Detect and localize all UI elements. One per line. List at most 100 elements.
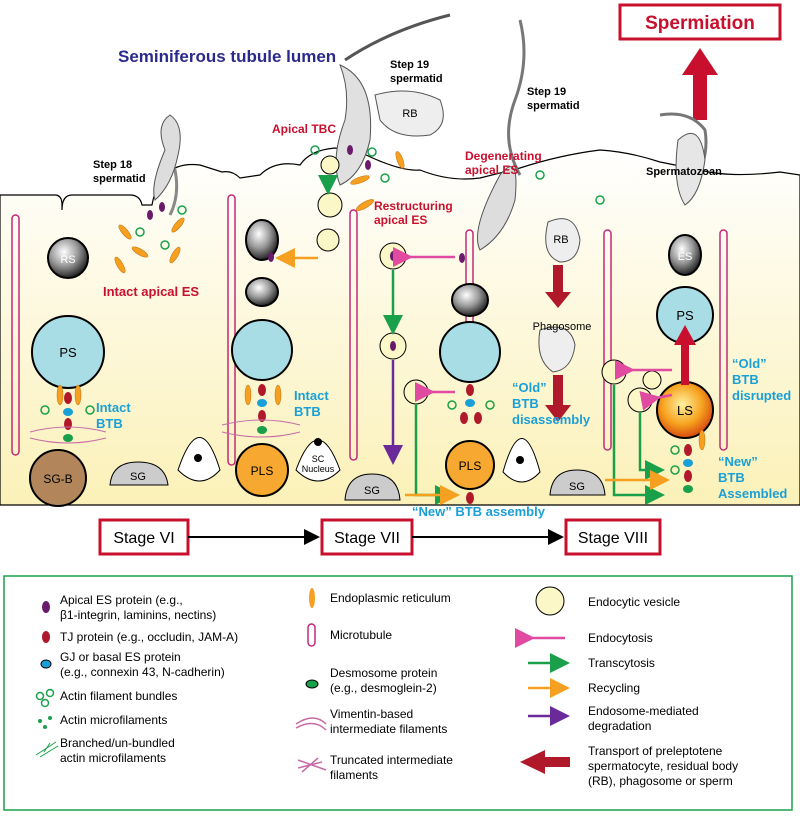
svg-text:Spermiation: Spermiation [645,13,755,34]
es-label: ES [678,251,693,263]
svg-text:Desmosome protein: Desmosome protein [330,666,437,680]
elongating-spermatid-2 [245,277,279,307]
svg-text:TJ protein (e.g., occludin, JA: TJ protein (e.g., occludin, JAM-A) [60,630,238,644]
rb-top [374,90,444,137]
svg-text:degradation: degradation [588,719,651,733]
new-btb-assembled-label: “New” BTB Assembled [718,454,787,501]
intact-apical-es-label: Intact apical ES [103,284,199,299]
svg-text:Transcytosis: Transcytosis [588,656,655,670]
rb-middle [545,218,581,263]
svg-text:Stage VIII: Stage VIII [578,530,648,547]
svg-text:Intact: Intact [294,388,329,403]
svg-text:spermatid: spermatid [93,173,146,185]
svg-text:spermatocyte, residual body: spermatocyte, residual body [588,759,738,773]
svg-text:Endocytosis: Endocytosis [588,631,653,645]
pls-label-1: PLS [251,464,274,478]
legend-col2: Endoplasmic reticulum Microtubule Desmos… [295,588,453,782]
step19b-spermatid [477,166,517,251]
apical-tbc-label: Apical TBC [272,122,336,136]
rs-cell [47,237,89,279]
svg-text:actin microfilaments: actin microfilaments [60,751,166,765]
spermiation-title: Spermiation [618,3,782,41]
svg-text:Step 19: Step 19 [390,59,429,71]
step19a-spermatid-tail [344,13,451,62]
legend-col1: Apical ES protein (e.g.,β1-integrin, lam… [35,593,238,765]
svg-text:“Old”: “Old” [732,356,767,371]
step18-label: Step 18 spermatid [93,159,146,185]
sg-label-3: SG [569,481,585,493]
phagosome-label: Phagosome [533,321,592,333]
sc-nucleus-line1: SC [312,454,325,464]
endocytosis-arrow-4 [639,390,673,411]
svg-text:Microtubule: Microtubule [330,628,392,642]
svg-text:Stage VII: Stage VII [334,530,400,547]
svg-text:Intact: Intact [96,400,131,415]
stage-vi: Stage VI [98,518,190,556]
btb-column-4 [683,444,693,493]
svg-text:spermatid: spermatid [527,100,580,112]
btb-column-1 [29,392,107,444]
endoplasmic-reticulum [56,151,706,451]
ps-up-arrow [674,325,696,385]
svg-text:Endoplasmic reticulum: Endoplasmic reticulum [330,591,451,605]
svg-text:disassembly: disassembly [512,412,591,427]
rb-transport-arrow-1 [545,265,571,308]
step18-spermatid [153,114,181,201]
spermiation-arrow [682,48,718,120]
spermatozoan [675,132,706,206]
svg-text:Endocytic vesicle: Endocytic vesicle [588,595,680,609]
svg-text:BTB: BTB [512,396,539,411]
step19b-spermatid-tail [507,19,526,176]
svg-text:“Old”: “Old” [512,380,547,395]
rb-label-mid: RB [553,234,568,246]
svg-text:Recycling: Recycling [588,681,640,695]
svg-text:Restructuring: Restructuring [374,199,453,213]
svg-text:(e.g., connexin 43, N-cadherin: (e.g., connexin 43, N-cadherin) [60,665,225,679]
sgb-cell [29,449,87,507]
svg-text:BTB: BTB [96,416,123,431]
rb-label-top: RB [402,108,417,120]
svg-text:Assembled: Assembled [718,486,787,501]
ps-cell-1 [31,315,105,389]
actin-filament-bundles [40,145,680,475]
sg-cell-3 [549,469,606,496]
svg-text:spermatid: spermatid [390,73,443,85]
svg-text:(e.g., desmoglein-2): (e.g., desmoglein-2) [330,681,437,695]
legend-col3: Endocytic vesicle Endocytosis Transcytos… [515,586,738,788]
svg-text:β1-integrin, laminins, nectins: β1-integrin, laminins, nectins) [60,608,216,622]
stage-viii: Stage VIII [564,518,662,556]
svg-text:filaments: filaments [330,768,378,782]
svg-text:apical ES: apical ES [465,163,518,177]
svg-text:Truncated intermediate: Truncated intermediate [330,753,453,767]
ls-label: LS [677,403,693,418]
elongating-spermatid-3 [451,283,489,317]
phagosome [538,326,576,373]
sc-nucleus-line2: Nucleus [302,464,335,474]
legend-box [3,575,793,811]
new-btb-assembly-label: “New” BTB assembly [412,504,546,519]
ps-cell-2 [231,319,293,381]
svg-text:Stage VI: Stage VI [113,530,174,547]
pls-cell-1 [235,443,289,497]
svg-text:Transport of preleptotene: Transport of preleptotene [588,744,723,758]
old-btb-disrupted-label: “Old” BTB disrupted [732,356,791,403]
transcytosis-arrow-4 [612,385,665,505]
stage-vii: Stage VII [320,518,414,556]
sg-label-1: SG [130,471,146,483]
ps-label-1: PS [59,345,77,360]
svg-text:intermediate filaments: intermediate filaments [330,722,447,736]
svg-text:“New”: “New” [718,454,758,469]
rb-transport-arrow-2 [545,375,571,422]
svg-text:Branched/un-bundled: Branched/un-bundled [60,736,175,750]
svg-text:Step 18: Step 18 [93,159,132,171]
step19a-spermatid [335,64,372,186]
svg-text:BTB: BTB [718,470,745,485]
btb-column-3 [460,384,482,504]
pls-cell-2 [445,440,495,490]
svg-text:Degenerating: Degenerating [465,149,542,163]
